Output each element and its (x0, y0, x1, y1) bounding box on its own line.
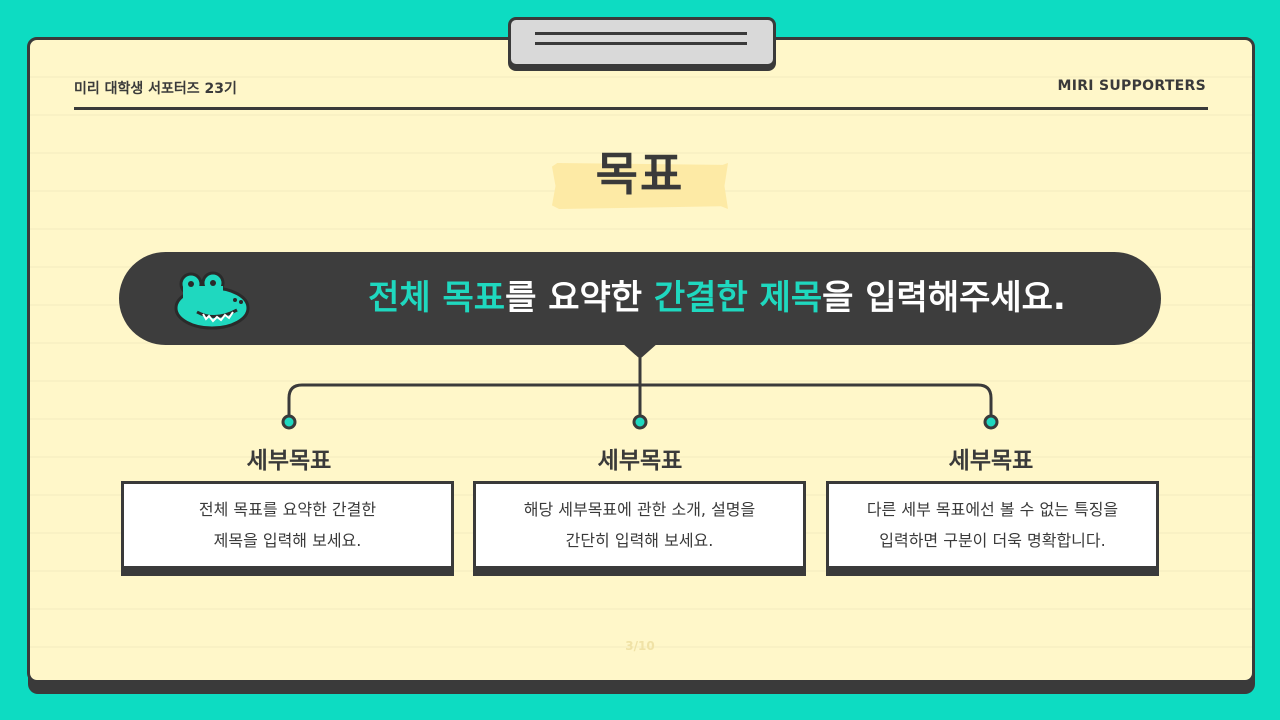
banner-text: 를 요약한 (505, 278, 654, 318)
header-brand: MIRI SUPPORTERS (1057, 78, 1206, 94)
subgoal-description: 다른 세부 목표에선 볼 수 없는 특징을 입력하면 구분이 더욱 명확합니다. (866, 500, 1119, 550)
clip-line (535, 32, 747, 35)
subgoal-card: 전체 목표를 요약한 간결한 제목을 입력해 보세요. (121, 481, 454, 576)
crocodile-icon (174, 271, 250, 330)
subgoal-description: 해당 세부목표에 관한 소개, 설명을 간단히 입력해 보세요. (523, 500, 756, 550)
header-divider (74, 107, 1208, 110)
connector-node (281, 414, 297, 430)
subgoal-card: 다른 세부 목표에선 볼 수 없는 특징을 입력하면 구분이 더욱 명확합니다. (826, 481, 1159, 576)
subgoal-title: 세부목표 (597, 448, 683, 474)
header-org-name: 미리 대학생 서포터즈 23기 (74, 81, 237, 97)
page-title: 목표 (595, 147, 685, 201)
subgoal-title: 세부목표 (246, 448, 332, 474)
banner-text: 을 입력해주세요. (822, 278, 1066, 318)
connector-node (983, 414, 999, 430)
subgoal-card: 해당 세부목표에 관한 소개, 설명을 간단히 입력해 보세요. (473, 481, 806, 576)
clipboard-clip (508, 17, 776, 67)
subgoal-description: 전체 목표를 요약한 간결한 제목을 입력해 보세요. (198, 500, 377, 550)
goal-banner-text: 전체 목표를 요약한 간결한 제목을 입력해주세요. (307, 274, 1127, 322)
banner-highlight: 전체 목표 (368, 278, 506, 318)
banner-highlight: 간결한 제목 (653, 278, 823, 318)
page-indicator: 3/10 (625, 639, 655, 653)
goal-banner: 전체 목표를 요약한 간결한 제목을 입력해주세요. (119, 252, 1161, 345)
subgoal-title: 세부목표 (948, 448, 1034, 474)
clip-line (535, 42, 747, 45)
title-tape (552, 163, 728, 209)
connector-node (632, 414, 648, 430)
banner-pointer (622, 343, 658, 359)
